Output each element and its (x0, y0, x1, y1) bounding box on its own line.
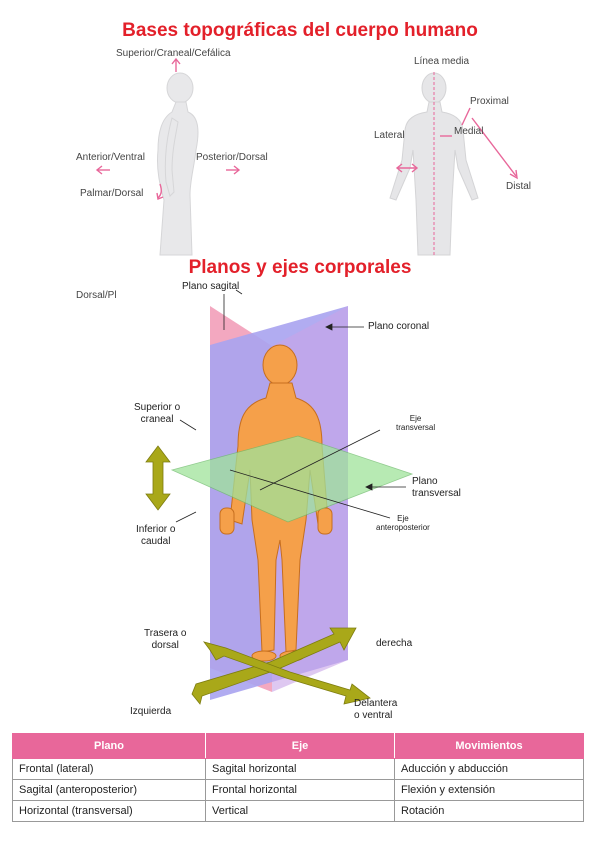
table-row: Frontal (lateral) Sagital horizontal Adu… (12, 758, 584, 780)
label-plano-transversal-line2: transversal (412, 488, 461, 499)
side-body-silhouette (157, 72, 199, 256)
label-superior-line2: craneal (140, 414, 174, 425)
label-derecha: derecha (376, 638, 413, 649)
label-superior: Superior/Craneal/Cefálica (116, 48, 231, 59)
label-delantera-line2: o ventral (354, 710, 393, 721)
label-plano-transversal-line1: Plano (412, 476, 438, 487)
label-dorsal-fragment: Dorsal/Pl (76, 290, 117, 301)
table-cell: Frontal horizontal (205, 779, 395, 801)
label-eje-transversal: Eje transversal (396, 414, 435, 432)
label-delantera-ventral: Delantera o ventral (354, 698, 397, 722)
header-eje: Eje (205, 733, 395, 759)
header-movimientos: Movimientos (394, 733, 584, 759)
label-izquierda: Izquierda (130, 706, 172, 717)
label-delantera-line1: Delantera (354, 698, 398, 709)
label-inferior-caudal: Inferior o caudal (136, 524, 175, 548)
label-inferior-line2: caudal (141, 536, 171, 547)
movements-table: Plano Eje Movimientos Frontal (lateral) … (12, 733, 584, 822)
front-figure-arrows (395, 72, 518, 255)
planes-diagram (145, 289, 414, 705)
label-trasera-dorsal: Trasera o dorsal (144, 628, 186, 652)
label-linea-media: Línea media (414, 56, 470, 67)
label-eje-anteroposterior: Eje anteroposterior (376, 514, 430, 532)
label-plano-sagital: Plano sagital (182, 281, 240, 292)
label-trasera-line2: dorsal (151, 640, 179, 651)
page-title: Bases topográficas del cuerpo humano (122, 20, 478, 41)
table-cell: Frontal (lateral) (12, 758, 206, 780)
label-eje-ap-line2: anteroposterior (376, 523, 430, 532)
label-plano-coronal: Plano coronal (368, 321, 430, 332)
label-inferior-line1: Inferior o (136, 524, 176, 535)
table-row: Sagital (anteroposterior) Frontal horizo… (12, 779, 584, 801)
label-superior-craneal: Superior o craneal (134, 402, 180, 426)
vertical-axis-arrow (145, 445, 171, 511)
table-cell: Rotación (394, 800, 584, 822)
label-superior-line1: Superior o (134, 402, 181, 413)
transverse-plane (170, 435, 414, 523)
label-eje-transversal-line1: Eje (409, 414, 422, 423)
table-cell: Horizontal (transversal) (12, 800, 206, 822)
header-plano: Plano (12, 733, 206, 759)
table-cell: Aducción y abducción (394, 758, 584, 780)
table-cell: Sagital (anteroposterior) (12, 779, 206, 801)
table-cell: Vertical (205, 800, 395, 822)
label-posterior: Posterior/Dorsal (196, 152, 268, 163)
label-eje-ap-line1: Eje (397, 514, 409, 523)
table-row: Horizontal (transversal) Vertical Rotaci… (12, 800, 584, 822)
label-anterior: Anterior/Ventral (76, 152, 145, 163)
table-cell: Flexión y extensión (394, 779, 584, 801)
label-medial: Medial (454, 126, 484, 137)
label-eje-transversal-line2: transversal (396, 423, 436, 432)
horizontal-axes-arrows (191, 627, 371, 705)
section-title-planes: Planos y ejes corporales (188, 257, 412, 278)
table-header-row: Plano Eje Movimientos (12, 733, 584, 759)
label-distal: Distal (506, 181, 532, 192)
label-trasera-line1: Trasera o (144, 628, 187, 639)
label-palmar: Palmar/Dorsal (80, 188, 144, 199)
label-plano-transversal: Plano transversal (412, 476, 461, 500)
label-proximal: Proximal (470, 96, 509, 107)
label-lateral: Lateral (374, 130, 405, 141)
side-figure-arrows (95, 57, 241, 200)
table-cell: Sagital horizontal (205, 758, 395, 780)
pointer-lines (175, 289, 406, 523)
